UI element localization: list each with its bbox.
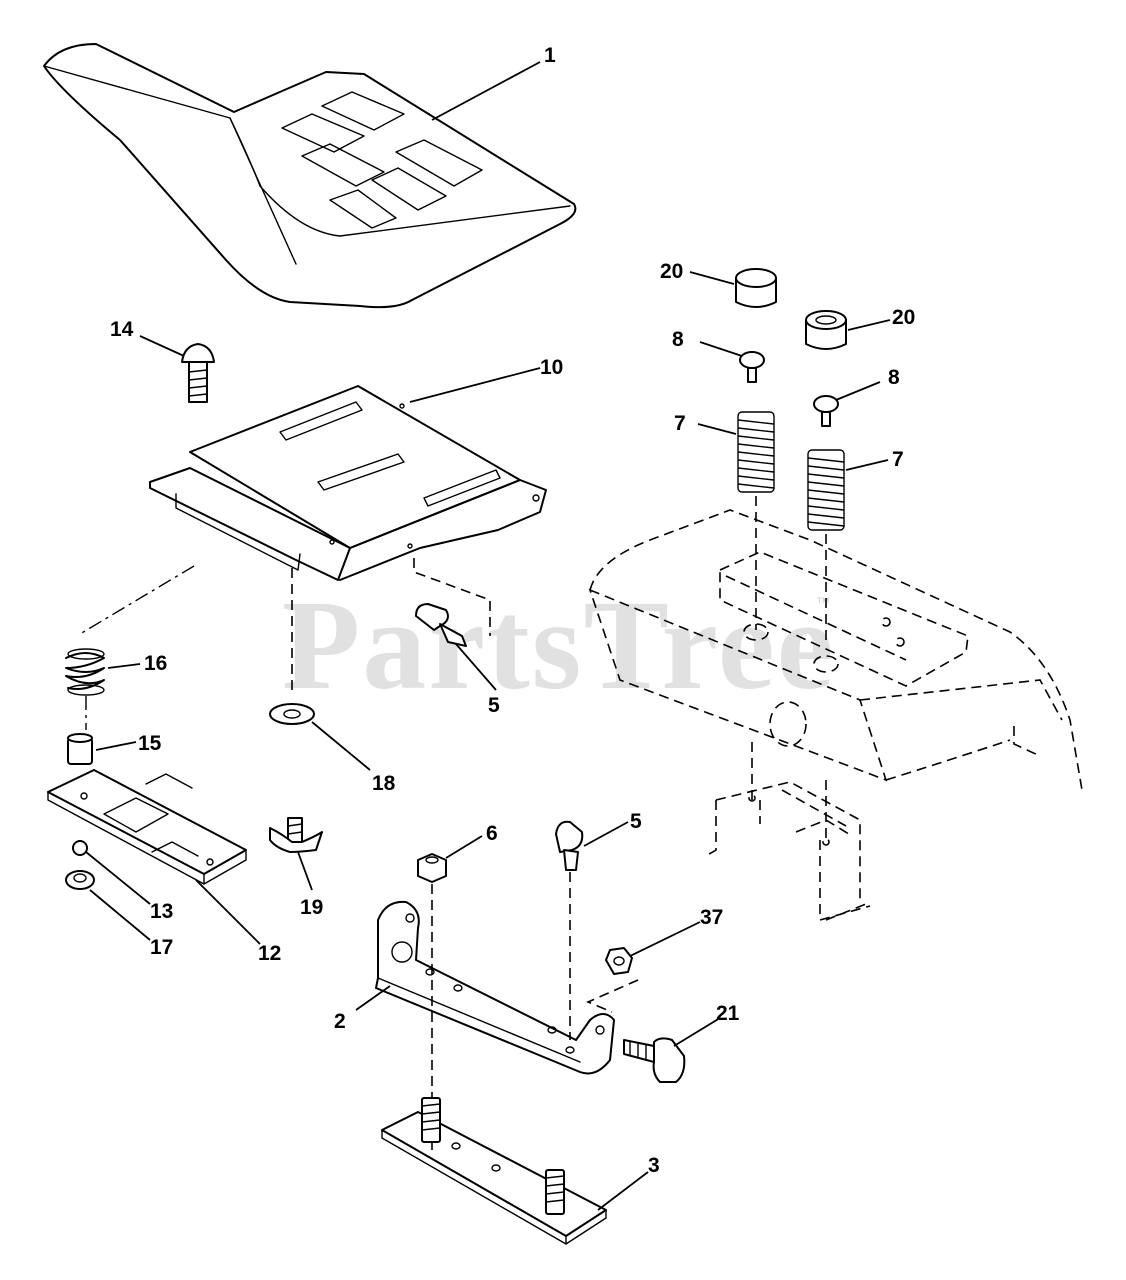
- fender-frame-outline: [588, 509, 1083, 791]
- callout-2: 2: [334, 1010, 346, 1033]
- part-7-spring-left: [737, 411, 775, 493]
- callout-3: 3: [648, 1154, 660, 1177]
- part-20-bushing-left: [735, 268, 777, 308]
- part-18-washer: [269, 703, 315, 725]
- part-14-carriage-bolt: [181, 343, 215, 403]
- callout-18: 18: [372, 772, 396, 795]
- callout-37: 37: [700, 906, 723, 929]
- callout-7-left: 7: [674, 412, 686, 435]
- callout-13: 13: [150, 900, 173, 923]
- part-15-spacer: [67, 733, 93, 765]
- callout-20-left: 20: [660, 260, 683, 283]
- part-20-bushing-right: [805, 310, 847, 350]
- callout-8-left: 8: [672, 328, 684, 351]
- part-8-bolt-left: [739, 351, 765, 383]
- part-8-bolt-right: [813, 395, 839, 427]
- callout-8-right: 8: [888, 366, 900, 389]
- part-16-spring: [65, 648, 105, 696]
- part-37-nut: [605, 947, 633, 975]
- callout-7-right: 7: [892, 448, 904, 471]
- part-21-shoulder-bolt: [623, 1037, 686, 1083]
- part-13-bolt: [72, 840, 88, 856]
- callout-6: 6: [486, 822, 498, 845]
- callout-14: 14: [110, 318, 134, 341]
- part-6-nut: [417, 853, 447, 883]
- callout-15: 15: [138, 732, 162, 755]
- callout-19: 19: [300, 896, 323, 919]
- part-3-stud-plate: [381, 1097, 607, 1245]
- part-5-knob-lower: [555, 820, 584, 871]
- callout-5-lower: 5: [630, 810, 642, 833]
- callout-5-upper: 5: [488, 694, 500, 717]
- part-12-bracket-plate: [47, 769, 247, 885]
- part-2-mounting-bracket: [375, 900, 615, 1075]
- part-10-seat-pan: [149, 385, 547, 581]
- callout-10: 10: [540, 356, 563, 379]
- callout-17: 17: [150, 936, 173, 959]
- part-17-flange-nut: [65, 870, 95, 890]
- callout-1: 1: [544, 44, 556, 67]
- callout-21: 21: [716, 1002, 740, 1025]
- callout-12: 12: [258, 942, 281, 965]
- watermark-text: PartsTree: [282, 574, 835, 716]
- part-1-seat: [43, 43, 577, 309]
- watermark-trademark: ™: [816, 594, 830, 610]
- part-5-knob-upper: [415, 603, 467, 647]
- part-19-wing-knob: [269, 817, 323, 853]
- part-7-spring-right: [807, 449, 845, 531]
- callout-16: 16: [144, 652, 167, 675]
- callout-20-right: 20: [892, 306, 915, 329]
- frame-bracket-outline: [705, 781, 871, 922]
